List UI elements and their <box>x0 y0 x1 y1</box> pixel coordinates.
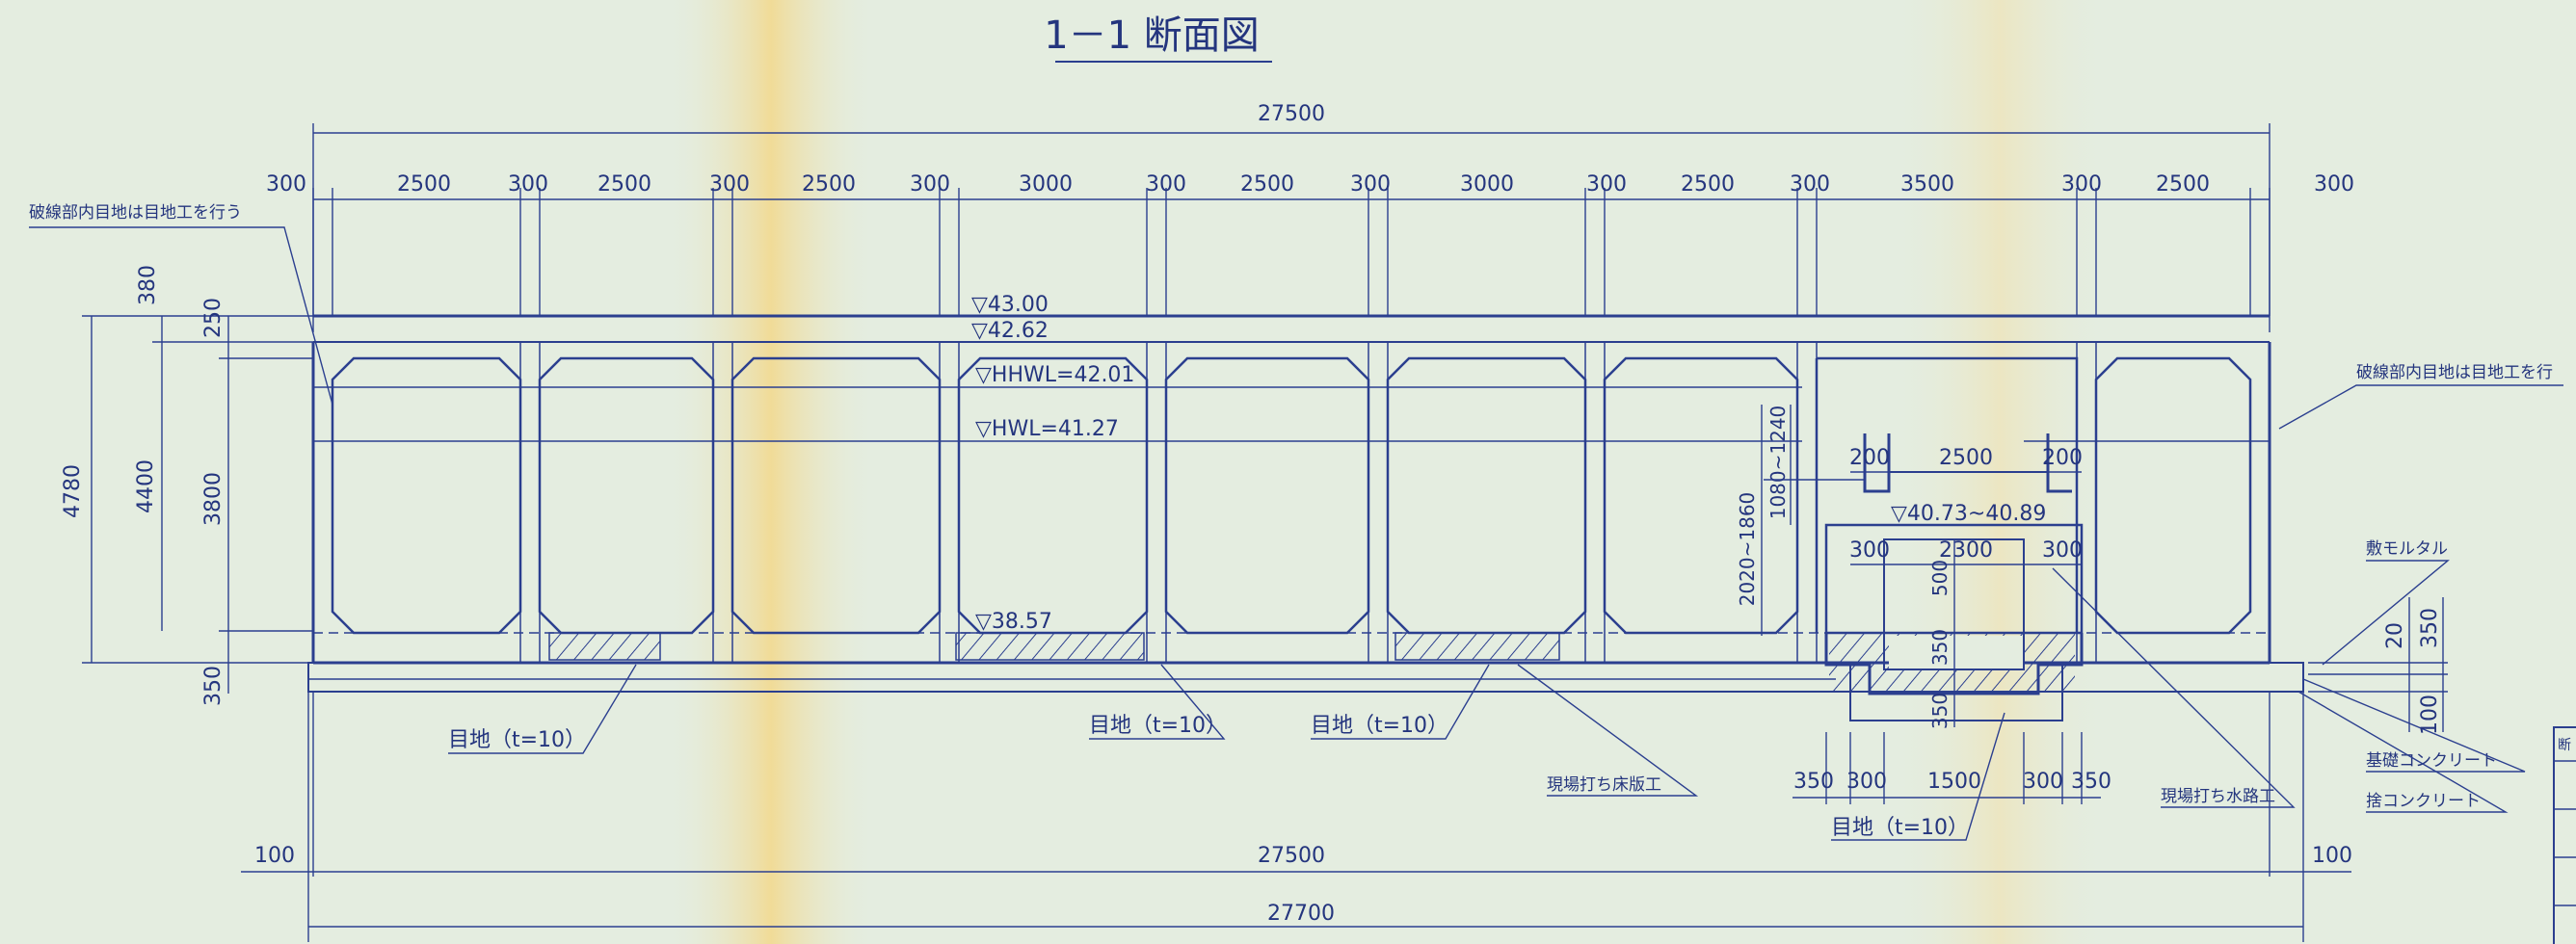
right-dim-350: 350 <box>2418 608 2442 648</box>
note-left-leader <box>29 226 333 406</box>
bottom-dim-inner: 27500 <box>1258 844 1325 868</box>
dim-top: 380 <box>136 265 160 305</box>
joint-label-4: 目地（t=10） <box>1831 816 1969 840</box>
note-right: 破線部内目地は目地工を行 <box>2356 363 2553 382</box>
label-lean-concrete: 捨コンクリート <box>2366 792 2481 811</box>
hatch-joint-2 <box>955 632 1145 661</box>
level-hhwl: ▽HHWL=42.01 <box>975 363 1134 387</box>
label-mortar: 敷モルタル <box>2366 539 2448 559</box>
label-cast-slab: 現場打ち床版工 <box>1547 775 1661 795</box>
seg-dim-15: 300 <box>1790 172 1830 197</box>
ch-v-dim-5: 350 <box>1928 693 1952 729</box>
joint-label-2: 目地（t=10） <box>1089 714 1227 738</box>
joint-leader-4 <box>1831 712 2005 841</box>
bottom-dimensions: 100 27500 100 27700 <box>241 692 2352 942</box>
level-43-00: ▽43.00 <box>971 293 1049 317</box>
waterway-leader <box>2052 567 2296 808</box>
hatch-joint-1 <box>548 632 661 661</box>
seg-dim-18: 2500 <box>2156 172 2210 197</box>
dim-total-height: 4780 <box>61 464 85 518</box>
seg-dim-14: 2500 <box>1681 172 1735 197</box>
lean-concrete-leader <box>2297 691 2509 813</box>
seg-dim-8: 3000 <box>1019 172 1073 197</box>
seg-dim-9: 300 <box>1146 172 1186 197</box>
ch-bot-dim-1: 350 <box>1793 770 1834 794</box>
ch-v-dim-4: 350 <box>1928 629 1952 666</box>
seg-dim-11: 300 <box>1350 172 1391 197</box>
drawing-title: 1－1 断面図 <box>1044 13 1260 58</box>
level-channel: ▽40.73~40.89 <box>1891 502 2046 526</box>
seg-dim-19: 300 <box>2314 172 2354 197</box>
dim-base: 350 <box>201 666 226 706</box>
seg-dim-17: 300 <box>2061 172 2102 197</box>
seg-dim-4: 2500 <box>598 172 651 197</box>
note-left: 破線部内目地は目地工を行う <box>29 203 242 223</box>
hatch-joint-3 <box>1394 632 1560 661</box>
seg-dim-2: 2500 <box>397 172 451 197</box>
ch-bot-dim-5: 350 <box>2071 770 2111 794</box>
joint-label-1: 目地（t=10） <box>448 728 586 752</box>
seg-dim-16: 3500 <box>1900 172 1954 197</box>
right-dim-20: 20 <box>2383 622 2407 649</box>
joint-leader-1 <box>448 664 637 754</box>
seg-dim-6: 2500 <box>802 172 856 197</box>
left-dimensions: 4780 380 4400 250 3800 350 <box>61 265 313 706</box>
ch-mid-dim-1: 300 <box>1849 538 1890 563</box>
ch-top-dim-1: 200 <box>1849 446 1890 470</box>
channel-bottom-dims: 350 300 1500 300 350 <box>1793 732 2111 804</box>
dim-body-height: 4400 <box>134 459 158 513</box>
ch-mid-dim-2: 2300 <box>1939 538 1993 563</box>
ch-bot-dim-4: 300 <box>2023 770 2063 794</box>
legend-table-fragment: 断 <box>2553 726 2576 944</box>
slab-leader <box>1517 664 1699 797</box>
ch-mid-dim-3: 300 <box>2042 538 2083 563</box>
bottom-dim-outer: 27700 <box>1267 902 1335 926</box>
right-dimensions: 20 350 100 <box>2308 597 2448 735</box>
yellow-tint-band <box>665 0 877 944</box>
legend-table-text: 断 <box>2558 738 2571 753</box>
level-hwl: ▽HWL=41.27 <box>975 417 1119 441</box>
base-concrete-leader <box>2302 678 2526 773</box>
culvert-cells <box>331 342 2252 663</box>
overall-width-label: 27500 <box>1258 102 1325 126</box>
seg-dim-7: 300 <box>910 172 950 197</box>
right-dim-100: 100 <box>2418 695 2442 735</box>
joint-leader-3 <box>1311 664 1490 740</box>
bottom-dim-right: 100 <box>2312 844 2352 868</box>
level-42-62: ▽42.62 <box>971 319 1049 343</box>
joint-leader-2 <box>1089 664 1226 740</box>
note-right-leader <box>2278 384 2563 430</box>
ch-bot-dim-2: 300 <box>1846 770 1887 794</box>
seg-dim-1: 300 <box>266 172 306 197</box>
joint-label-3: 目地（t=10） <box>1311 714 1448 738</box>
mortar-leader <box>2322 560 2450 666</box>
segment-dimension-top: 300 2500 300 2500 300 2500 300 3000 300 … <box>266 172 2354 316</box>
ch-top-dim-2: 2500 <box>1939 446 1993 470</box>
seg-dim-12: 3000 <box>1460 172 1514 197</box>
dim-cover: 250 <box>201 298 226 338</box>
ch-v-dim-2: 2020~1860 <box>1736 492 1759 607</box>
ch-v-dim-1: 1080~1240 <box>1766 406 1790 520</box>
label-cast-waterway: 現場打ち水路工 <box>2161 787 2275 806</box>
ch-v-dim-3: 500 <box>1928 560 1952 596</box>
ch-top-dim-3: 200 <box>2042 446 2083 470</box>
seg-dim-10: 2500 <box>1240 172 1294 197</box>
label-base-concrete: 基礎コンクリート <box>2366 751 2497 771</box>
seg-dim-3: 300 <box>508 172 548 197</box>
level-38-57: ▽38.57 <box>975 610 1052 634</box>
bottom-dim-left: 100 <box>254 844 295 868</box>
seg-dim-5: 300 <box>709 172 750 197</box>
ch-bot-dim-3: 1500 <box>1927 770 1981 794</box>
cell-opening-1 <box>331 356 522 635</box>
seg-dim-13: 300 <box>1586 172 1627 197</box>
dim-inner-height: 3800 <box>201 472 226 526</box>
